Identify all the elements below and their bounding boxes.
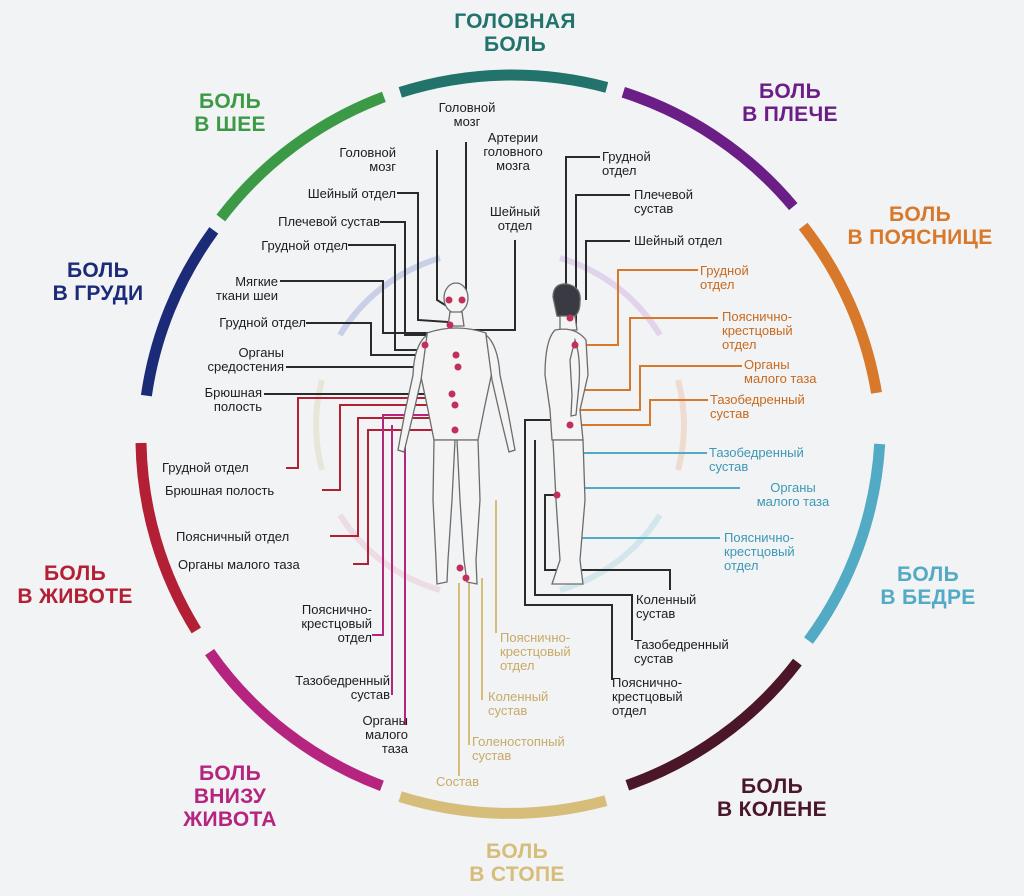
label-knee-joint: Коленный сустав: [636, 592, 697, 621]
category-shoulder-title: БОЛЬ В ПЛЕЧЕ: [742, 80, 838, 126]
label-knee-lumbosacral: Пояснично- крестцовый отдел: [612, 675, 683, 718]
label-lowabd-pelvic: Органы малого таза: [362, 713, 408, 756]
arc-lowabd: [205, 648, 384, 791]
label-head-cervical: Шейный отдел: [489, 204, 541, 233]
category-belly-title: БОЛЬ В ЖИВОТЕ: [17, 562, 133, 608]
arc-chest: [140, 227, 219, 397]
label-lowabd-hip: Тазобедренный сустав: [295, 673, 390, 702]
label-lowabd-lumbosacral: Пояснично- крестцовый отдел: [301, 602, 372, 645]
label-belly-pelvic: Органы малого таза: [178, 557, 300, 572]
front-figure: [397, 282, 516, 585]
dot-chest: [452, 351, 460, 359]
label-belly-abdominal: Брюшная полость: [165, 483, 275, 498]
arc-neck: [216, 91, 386, 222]
label-hip-joint: Тазобедренный сустав: [709, 445, 804, 474]
label-chest-mediastinum: Органы средостения: [207, 345, 284, 374]
label-belly-thoracic: Грудной отдел: [162, 460, 249, 475]
label-knee-hip: Тазобедренный сустав: [634, 637, 729, 666]
arc-knee: [625, 658, 802, 791]
dot-head-1: [445, 296, 453, 304]
label-neck-cervical: Шейный отдел: [307, 186, 396, 201]
label-foot-lumbosacral: Пояснично- крестцовый отдел: [500, 630, 571, 673]
dot-neck: [446, 321, 454, 329]
arc-lowback: [798, 222, 882, 394]
label-neck-thoracic: Грудной отдел: [261, 238, 348, 253]
label-hip-lumbosacral: Пояснично- крестцовый отдел: [724, 530, 795, 573]
label-lowback-pelvic: Органы малого таза: [744, 357, 817, 386]
label-chest-soft-tissue: Мягкие ткани шеи: [215, 274, 278, 303]
category-knee-title: БОЛЬ В КОЛЕНЕ: [717, 775, 827, 821]
arc-shoulder: [621, 87, 798, 211]
arc-belly: [135, 442, 201, 634]
label-shoulder-joint: Плечевой сустав: [634, 187, 693, 216]
label-hip-pelvic: Органы малого таза: [756, 480, 830, 509]
category-lowabd-title: БОЛЬ ВНИЗУ ЖИВОТА: [183, 762, 277, 831]
dot-mediastinum: [454, 363, 462, 371]
label-belly-lumbar: Поясничный отдел: [176, 529, 290, 544]
dot-side-hip: [566, 421, 574, 429]
category-foot-title: БОЛЬ В СТОПЕ: [469, 840, 565, 886]
category-hip-title: БОЛЬ В БЕДРЕ: [880, 563, 976, 609]
label-chest-abdominal: Брюшная полость: [204, 385, 262, 414]
label-neck-shoulder-joint: Плечевой сустав: [278, 214, 380, 229]
dot-pelvis: [451, 426, 459, 434]
dot-knee-1: [456, 564, 464, 572]
label-shoulder-cervical: Шейный отдел: [634, 233, 723, 248]
label-lowback-thoracic: Грудной отдел: [700, 263, 749, 292]
dot-side-knee: [553, 491, 561, 499]
label-shoulder-thoracic: Грудной отдел: [602, 149, 651, 178]
dot-knee-2: [462, 574, 470, 582]
label-foot-joint: Состав: [436, 774, 480, 789]
label-lowback-hip: Тазобедренный сустав: [710, 392, 805, 421]
dot-abdomen-2: [451, 401, 459, 409]
dot-head-2: [458, 296, 466, 304]
category-head-title: ГОЛОВНАЯ БОЛЬ: [454, 10, 576, 56]
dot-side-back: [571, 341, 579, 349]
arc-foot: [398, 791, 608, 819]
label-foot-knee: Коленный сустав: [488, 689, 549, 718]
label-neck-brain: Головной мозг: [339, 145, 396, 174]
dot-abdomen-1: [448, 390, 456, 398]
label-chest-thoracic: Грудной отдел: [219, 315, 306, 330]
dot-shoulder: [421, 341, 429, 349]
label-lowback-lumbosacral: Пояснично- крестцовый отдел: [722, 309, 793, 352]
pain-points: [421, 296, 579, 582]
side-figure: [544, 283, 589, 585]
category-lowback-title: БОЛЬ В ПОЯСНИЦЕ: [847, 203, 993, 249]
label-head-brain: Головной мозг: [438, 100, 496, 129]
label-head-arteries: Артерии головного мозга: [483, 130, 543, 173]
dot-side-neck: [566, 314, 574, 322]
arc-hip: [804, 443, 886, 644]
category-neck-title: БОЛЬ В ШЕЕ: [194, 90, 266, 136]
outer-ring: [135, 69, 886, 819]
label-foot-ankle: Голеностопный сустав: [472, 734, 565, 763]
category-chest-title: БОЛЬ В ГРУДИ: [52, 259, 144, 305]
arc-head: [398, 69, 609, 98]
